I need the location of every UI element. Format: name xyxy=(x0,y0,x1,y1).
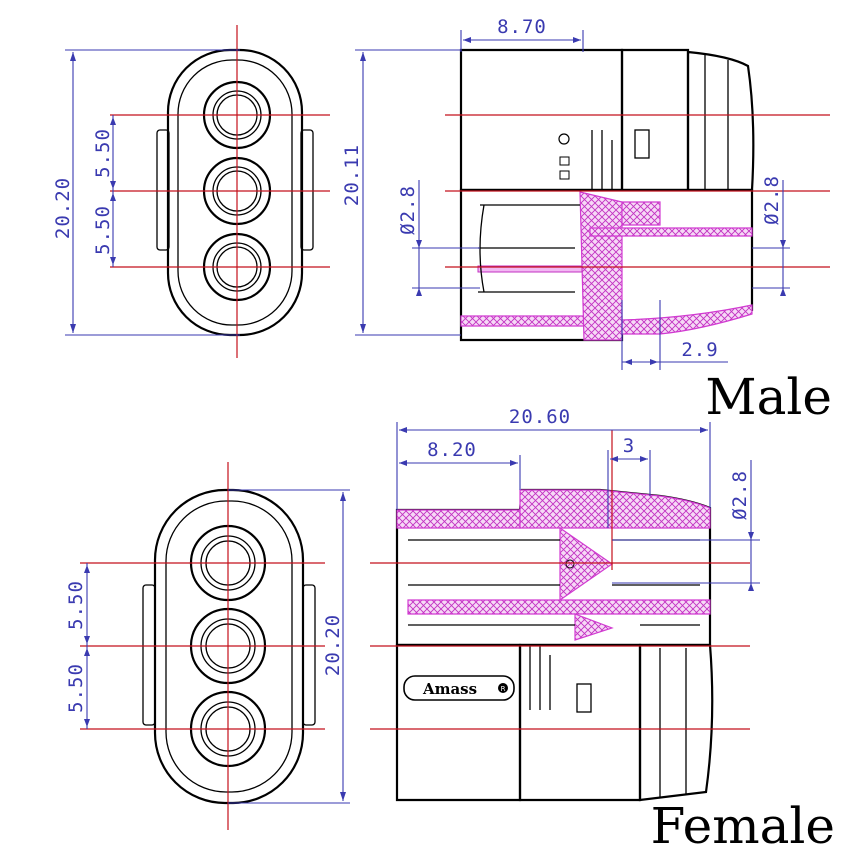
female-label: Female xyxy=(651,797,835,850)
dim-male-pitch-top: 5.50 xyxy=(92,128,114,178)
svg-text:R: R xyxy=(501,685,506,693)
dim-male-side-height: 20.11 xyxy=(341,144,363,206)
ground-symbol-icon xyxy=(558,133,570,180)
female-side-view: Amass R 20.60 8.20 3 Ø2.8 xyxy=(370,406,760,802)
male-side-view: 20.11 8.70 Ø2.8 Ø2.8 2.9 xyxy=(341,16,830,370)
dim-female-front-length: 8.20 xyxy=(427,439,477,461)
dim-male-pin-diameter-right: Ø2.8 xyxy=(761,175,783,225)
brand-badge: Amass R xyxy=(403,675,515,701)
dim-female-pitch-top: 5.50 xyxy=(65,580,87,630)
dim-female-body-height: 20.20 xyxy=(322,614,344,676)
registered-trademark-icon: R xyxy=(498,683,508,693)
dim-male-pitch-bottom: 5.50 xyxy=(92,205,114,255)
female-front-view: 20.20 5.50 5.50 xyxy=(65,462,350,830)
brand-label: Amass xyxy=(422,680,477,698)
dim-male-body-height: 20.20 xyxy=(52,177,74,239)
dim-male-tip-length: 2.9 xyxy=(681,339,718,361)
dim-male-top-width: 8.70 xyxy=(497,16,547,38)
dim-female-socket-depth: 3 xyxy=(623,435,635,457)
dim-female-pitch-bottom: 5.50 xyxy=(65,663,87,713)
dim-female-overall-length: 20.60 xyxy=(509,406,571,428)
dim-female-pin-diameter: Ø2.8 xyxy=(729,470,751,520)
male-front-view: 20.20 5.50 5.50 xyxy=(52,25,330,358)
dim-male-pin-diameter-left: Ø2.8 xyxy=(397,185,419,235)
male-label: Male xyxy=(705,368,832,426)
